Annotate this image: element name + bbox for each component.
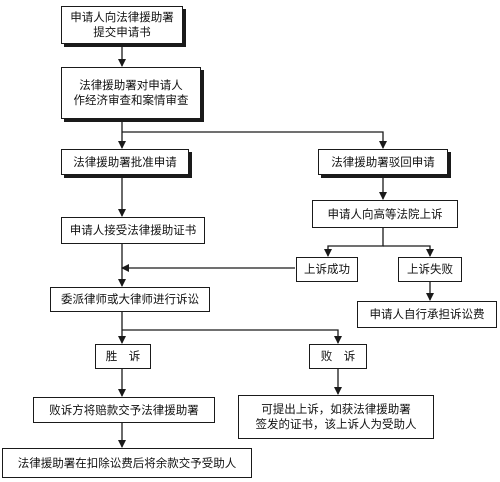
- node-appeal-high-court: 申请人向高等法院上诉: [312, 200, 458, 228]
- node-appeal-fail: 上诉失败: [398, 257, 462, 282]
- node-accept-certificate: 申请人接受法律援助证书: [61, 217, 205, 244]
- node-assign-lawyer: 委派律师或大律师进行诉讼: [50, 287, 210, 312]
- node-pay-damages: 败诉方将赔款交予法律援助署: [33, 397, 215, 423]
- node-lose-appeal-option: 可提出上诉，如获法律援助署 签发的证书，该上诉人为受助人: [238, 395, 434, 439]
- node-win: 胜 诉: [95, 344, 151, 369]
- node-bear-costs: 申请人自行承担诉讼费: [357, 301, 497, 328]
- node-remainder: 法律援助署在扣除讼费后将余款交予受助人: [2, 448, 252, 478]
- node-submit-application: 申请人向法律援助署 提交申请书: [61, 6, 183, 44]
- node-appeal-success: 上诉成功: [296, 257, 358, 282]
- node-lose: 败 诉: [309, 344, 367, 369]
- node-review: 法律援助署对申请人 作经济审查和案情审查: [61, 67, 201, 119]
- node-approve: 法律援助署批准申请: [61, 149, 189, 175]
- node-reject: 法律援助署驳回申请: [318, 149, 448, 175]
